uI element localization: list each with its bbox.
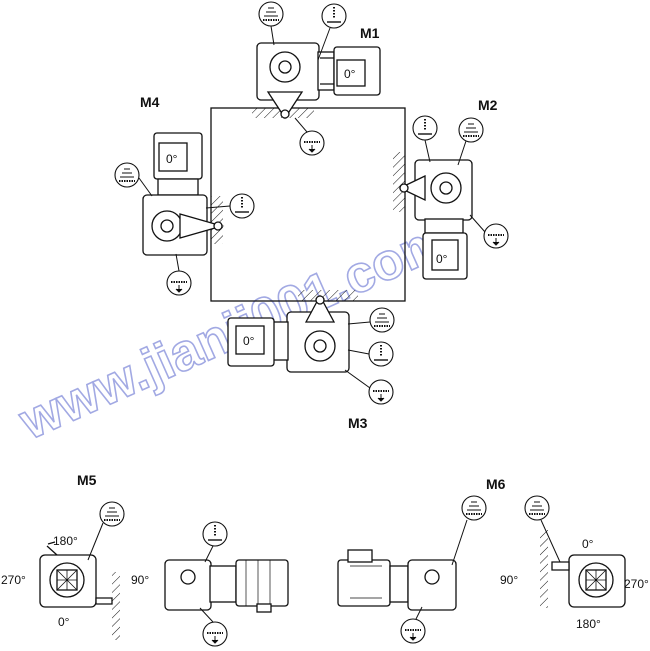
label-m5: M5 (77, 472, 97, 488)
m6-angle-top: 0° (582, 537, 594, 551)
vent-icon-m6 (524, 495, 550, 521)
gear-unit-m2 (398, 159, 473, 280)
m6-angle-right: 270° (624, 577, 649, 591)
gear-unit-m6-front (551, 554, 626, 608)
m6-angle-bottom: 180° (576, 617, 601, 631)
gear-unit-m5-front (39, 541, 113, 608)
oil-level-icon-m3 (368, 341, 394, 367)
label-m2: M2 (478, 97, 498, 113)
motor-angle-m2: 0° (436, 252, 448, 266)
vent-icon-m1-top (258, 1, 284, 27)
gear-unit-m6-side (337, 549, 457, 611)
gear-unit-m1 (256, 42, 381, 120)
vent-icon-m4 (114, 162, 140, 188)
motor-angle-m4: 0° (166, 152, 178, 166)
gear-unit-m5-side (164, 559, 289, 613)
m6-angle-left: 90° (500, 573, 518, 587)
drain-icon-m3 (368, 379, 394, 405)
wall-hatch-m5 (112, 572, 120, 640)
oil-level-icon-m2 (412, 115, 438, 141)
drain-icon-m5 (202, 621, 228, 647)
oil-level-icon-m4 (229, 193, 255, 219)
drain-icon-m2 (483, 223, 509, 249)
wall-hatch-right (393, 152, 405, 212)
wall-hatch-m6 (540, 530, 548, 608)
vent-icon-m2 (458, 117, 484, 143)
label-m3: M3 (348, 415, 368, 431)
m5-angle-top: 180° (53, 534, 78, 548)
wall-hatch-bottom (298, 290, 358, 301)
oil-level-icon-m5 (202, 521, 228, 547)
m5-angle-right: 90° (131, 573, 149, 587)
vent-icon-m3 (369, 307, 395, 333)
wall-hatch-left (211, 196, 223, 244)
m5-angle-bottom: 0° (58, 615, 70, 629)
m5-angle-left: 270° (1, 573, 26, 587)
oil-level-icon-m1 (321, 3, 347, 29)
label-m6: M6 (486, 476, 506, 492)
drain-icon-m4 (166, 270, 192, 296)
vent-icon-m6-side (461, 495, 487, 521)
drain-icon-m6 (400, 618, 426, 644)
label-m4: M4 (140, 94, 160, 110)
drain-icon-m1 (299, 130, 325, 156)
label-m1: M1 (360, 25, 380, 41)
gear-unit-m4 (142, 132, 225, 256)
motor-angle-m1: 0° (344, 67, 356, 81)
vent-icon-m5 (99, 501, 125, 527)
motor-angle-m3: 0° (243, 334, 255, 348)
gear-unit-m3 (227, 294, 350, 373)
